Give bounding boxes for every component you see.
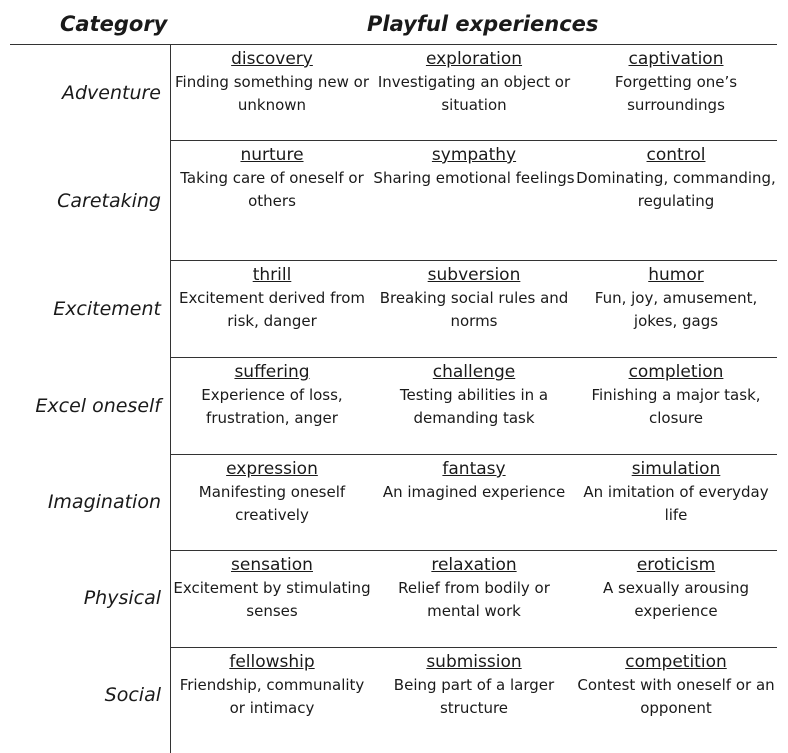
experience-title: expression — [226, 459, 318, 479]
experience-title: relaxation — [431, 555, 517, 575]
experience-description: Excitement by stimulating senses — [173, 579, 371, 620]
header-category: Category — [60, 12, 168, 36]
experience-title: completion — [628, 362, 724, 382]
category-label: Adventure — [61, 82, 161, 104]
experience-title: thrill — [252, 265, 292, 285]
experience-description: An imagined experience — [382, 483, 566, 501]
experience-description: Breaking social rules and norms — [379, 289, 569, 330]
experience-description: Finding something new or unknown — [175, 73, 369, 114]
row-divider — [170, 454, 777, 455]
category-label: Excitement — [53, 298, 161, 320]
experience-description: Testing abilities in a demanding task — [399, 386, 549, 427]
experience-description: Fun, joy, amusement, jokes, gags — [594, 289, 758, 330]
experience-title: sensation — [231, 555, 313, 575]
experience-description: Excitement derived from risk, danger — [179, 289, 365, 330]
experience-description: Experience of loss, frustration, anger — [201, 386, 343, 427]
experience-description: Manifesting oneself creatively — [198, 483, 346, 524]
experience-description: Investigating an object or situation — [377, 73, 571, 114]
experience-description: Forgetting one’s surroundings — [614, 73, 738, 114]
category-label: Social — [104, 684, 161, 706]
experience-description: Relief from bodily or mental work — [398, 579, 550, 620]
experience-title: eroticism — [636, 555, 716, 575]
row-divider — [170, 140, 777, 141]
header-playful-experiences: Playful experiences — [367, 12, 599, 36]
experience-title: fantasy — [442, 459, 506, 479]
experience-description: Being part of a larger structure — [393, 676, 555, 717]
experience-cell: simulation An imitation of everyday life — [575, 458, 777, 527]
experience-description: An imitation of everyday life — [583, 483, 769, 524]
experience-title: simulation — [631, 459, 721, 479]
experience-title: captivation — [628, 49, 724, 69]
category-label: Physical — [83, 587, 161, 609]
row-divider — [170, 260, 777, 261]
experience-description: Dominating, commanding, regulating — [576, 169, 776, 210]
experience-description: Finishing a major task, closure — [591, 386, 761, 427]
experience-description: Sharing emotional feelings — [373, 169, 575, 187]
experience-title: humor — [648, 265, 704, 285]
experience-cell: eroticism A sexually arousing experience — [575, 554, 777, 623]
category-label: Caretaking — [57, 190, 161, 212]
header-rule — [10, 44, 777, 45]
experience-title: suffering — [234, 362, 310, 382]
row-divider — [170, 647, 777, 648]
category-label: Excel oneself — [35, 395, 161, 417]
experience-title: competition — [625, 652, 727, 672]
category-label: Imagination — [47, 491, 161, 513]
experience-title: subversion — [427, 265, 521, 285]
experience-description: Contest with oneself or an opponent — [577, 676, 775, 717]
experience-description: Friendship, communality or intimacy — [179, 676, 365, 717]
experience-title: discovery — [231, 49, 313, 69]
experience-title: submission — [426, 652, 522, 672]
experience-title: control — [646, 145, 706, 165]
experience-title: fellowship — [229, 652, 315, 672]
experience-title: nurture — [240, 145, 304, 165]
experience-title: exploration — [425, 49, 523, 69]
category-divider — [170, 44, 171, 753]
row-divider — [170, 550, 777, 551]
experience-description: A sexually arousing experience — [602, 579, 750, 620]
experience-description: Taking care of oneself or others — [180, 169, 364, 210]
experience-title: challenge — [432, 362, 516, 382]
row-divider — [170, 357, 777, 358]
experience-title: sympathy — [431, 145, 517, 165]
experience-cell: fantasy An imagined experience — [373, 458, 575, 504]
